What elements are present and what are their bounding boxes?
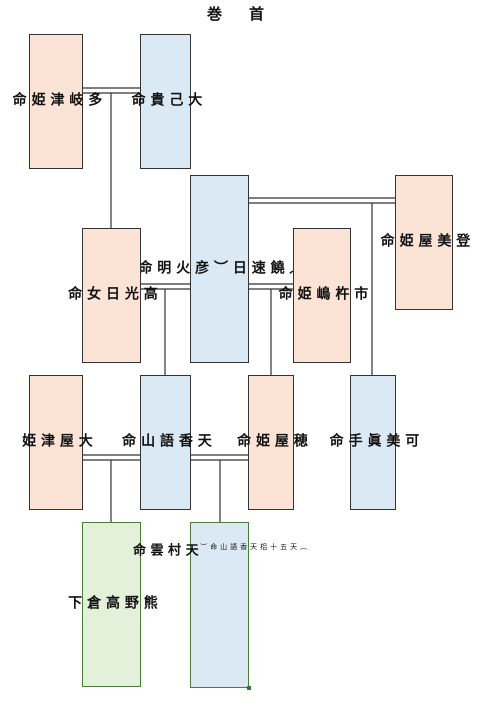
node-label: 登 美 屋 姫 命 bbox=[378, 233, 471, 252]
node-label: 可 美 眞 手 命 bbox=[327, 433, 420, 452]
node-label: 天 香 語 山 命 bbox=[120, 433, 212, 452]
node-label: 多 岐 津 姫 命 bbox=[10, 92, 103, 111]
selection-handle-icon[interactable] bbox=[247, 686, 251, 690]
diagram-title: 巻 首 bbox=[206, 5, 270, 23]
node-label: 市 杵 嶋 姫 命 bbox=[276, 286, 369, 305]
node-hikohoakari: 彦 火 明 命 （ 饒 速 日 ） bbox=[136, 175, 304, 363]
node-oyatsu-hime: 大 屋 津 姫 bbox=[20, 375, 93, 510]
node-takateru-hime: 高 光 日 女 命 bbox=[66, 228, 158, 363]
node-alias: （ 天 五 十 梠 天 香 語 山 命 ） bbox=[199, 543, 308, 551]
node-label: 熊 野 高 倉 下 bbox=[66, 595, 158, 614]
node-label: 高 光 日 女 命 bbox=[66, 286, 158, 305]
node-alias: （ 饒 速 日 ） bbox=[211, 259, 304, 279]
node-amenomurakumo: 天 村 雲 命 （ 天 五 十 梠 天 香 語 山 命 ） bbox=[130, 522, 308, 688]
node-ichikishima-hime: 市 杵 嶋 姫 命 bbox=[277, 228, 368, 363]
node-kumano-takakuraji: 熊 野 高 倉 下 bbox=[66, 522, 158, 687]
node-label: 大 屋 津 姫 bbox=[20, 433, 93, 452]
node-onamuchi: 大 己 貴 命 bbox=[130, 34, 202, 169]
node-label: 天 村 雲 命 bbox=[129, 543, 198, 561]
node-label: 大 己 貴 命 bbox=[129, 92, 203, 111]
node-label: 穂 屋 姫 命 bbox=[235, 433, 308, 452]
node-umashimade: 可 美 眞 手 命 bbox=[328, 375, 419, 510]
node-hoya-hime: 穂 屋 姫 命 bbox=[235, 375, 308, 510]
node-tomiya-hime: 登 美 屋 姫 命 bbox=[379, 175, 470, 310]
node-amenokagoyama: 天 香 語 山 命 bbox=[120, 375, 212, 510]
node-tagitsu-hime: 多 岐 津 姫 命 bbox=[11, 34, 102, 169]
node-label: 彦 火 明 命 bbox=[136, 259, 210, 279]
